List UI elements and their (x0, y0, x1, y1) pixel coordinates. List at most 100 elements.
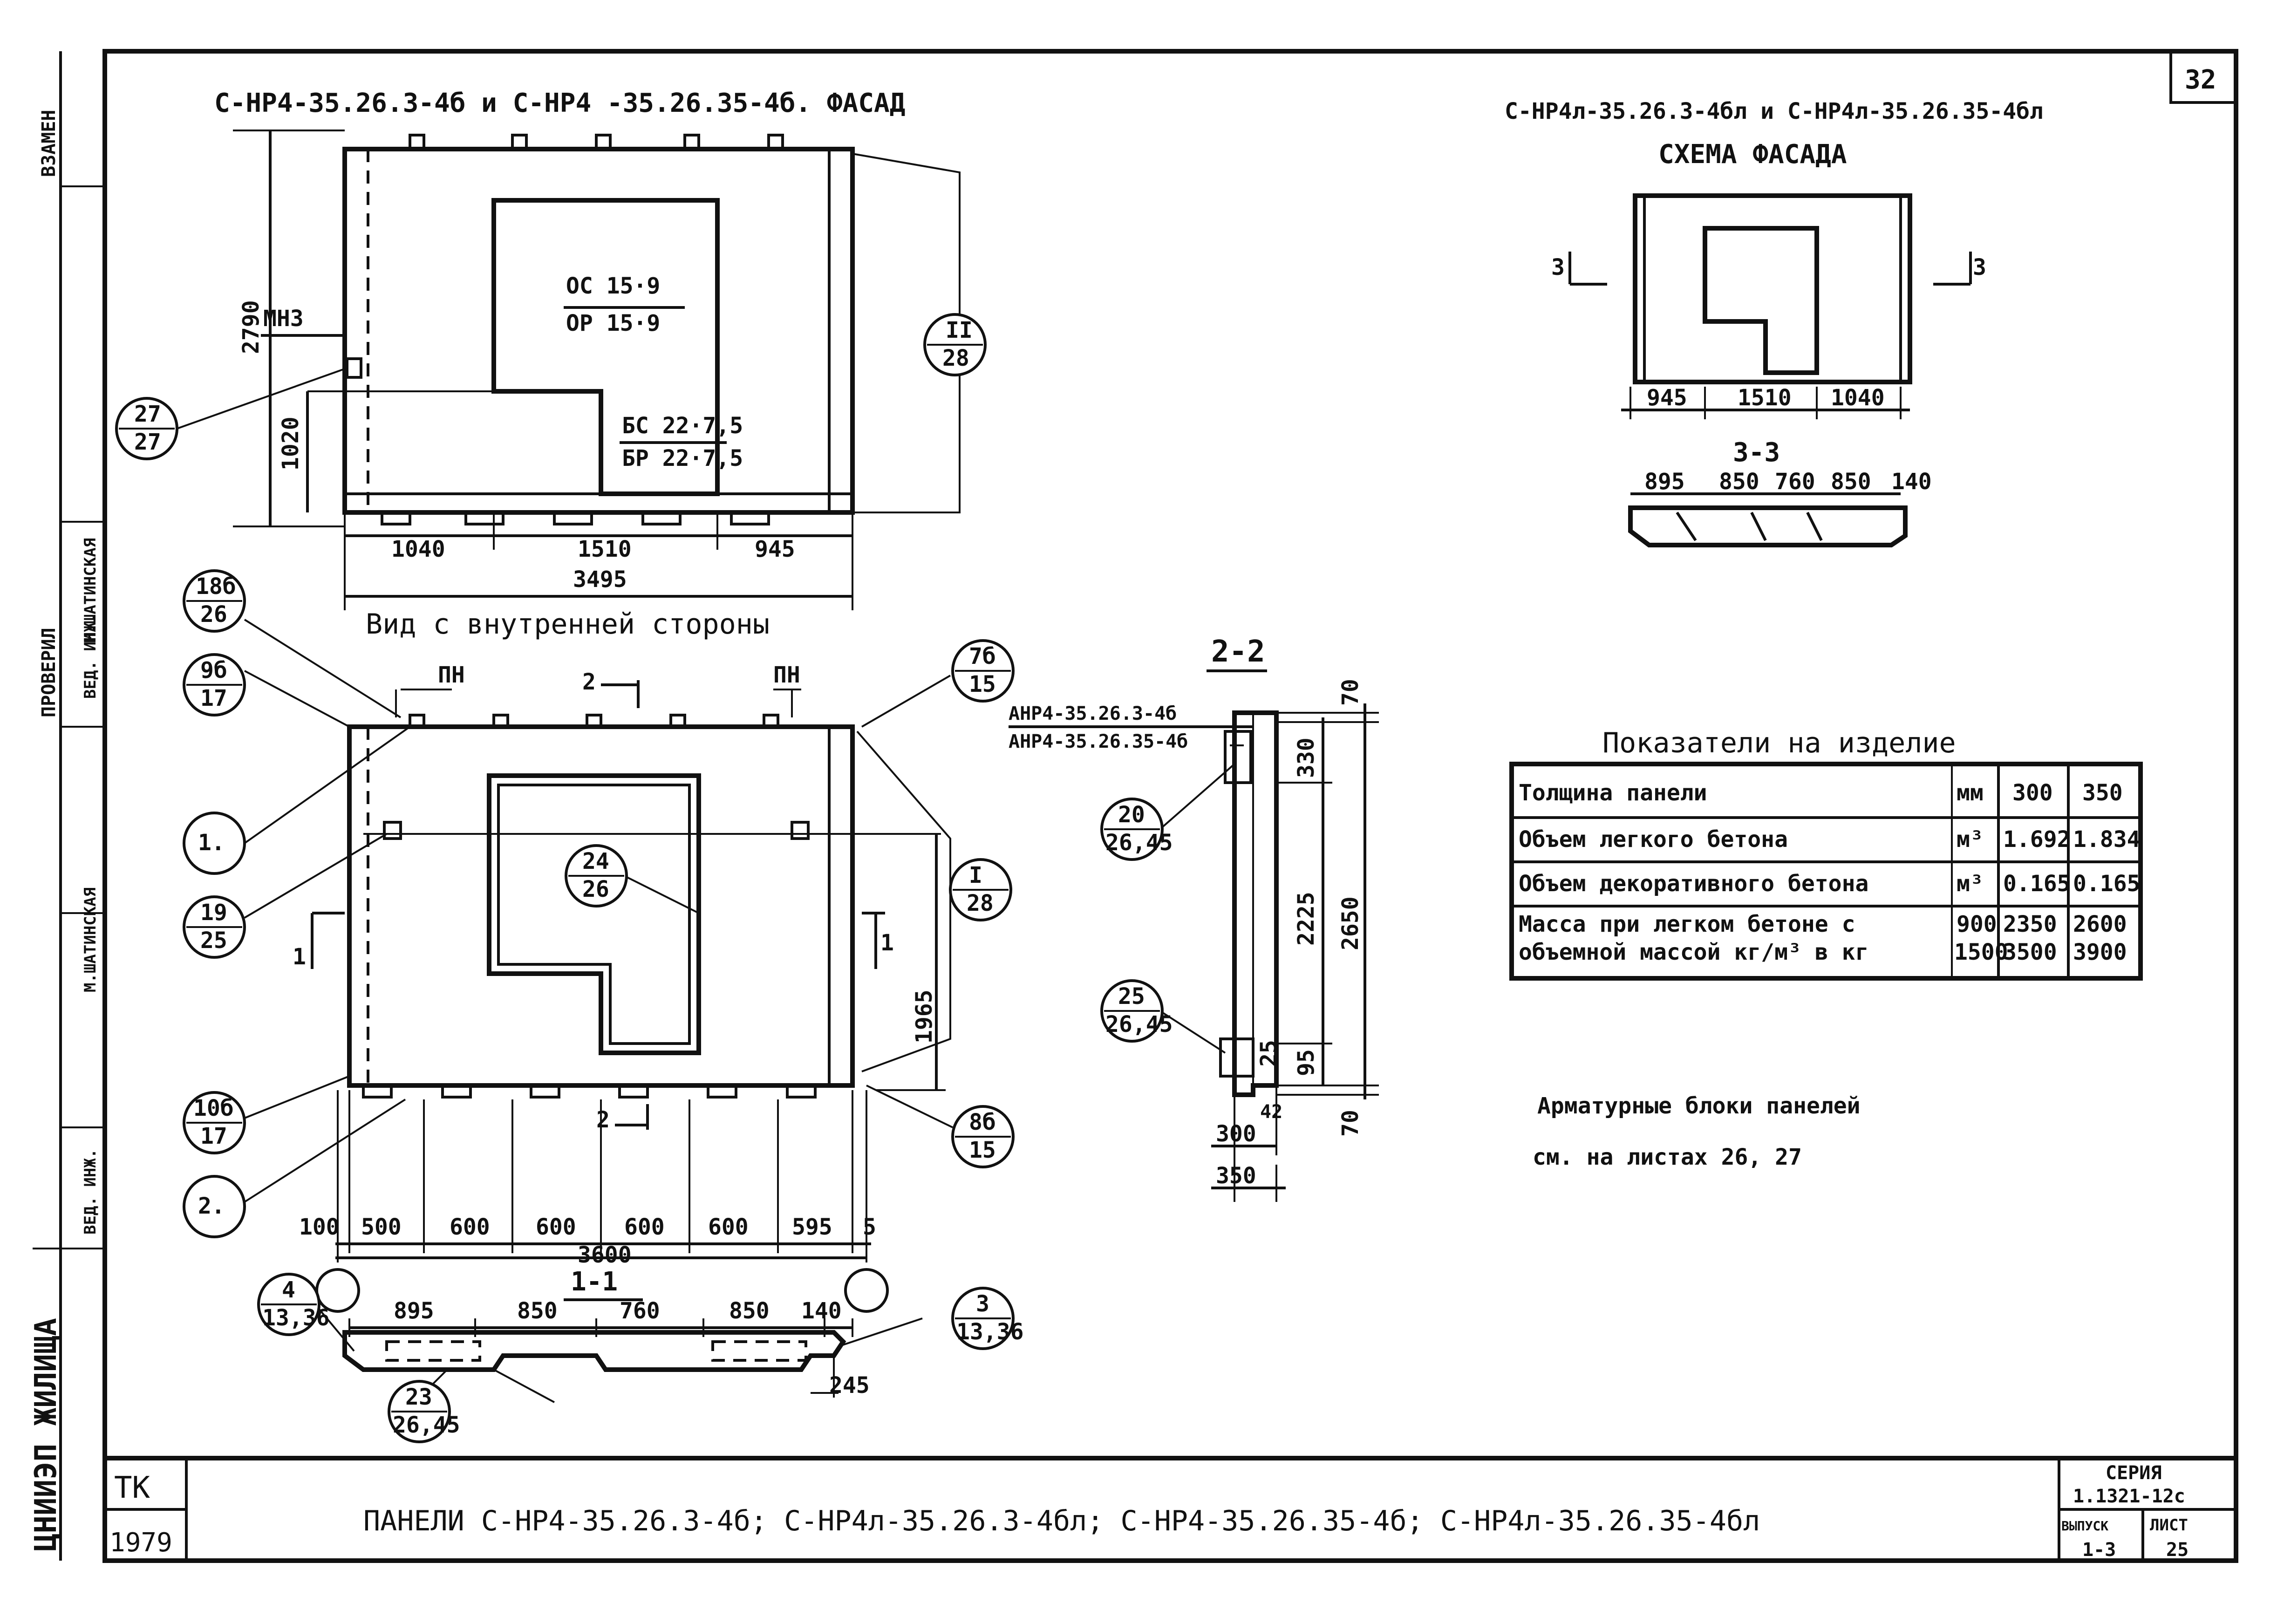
callout-3-top: 3 (976, 1291, 989, 1317)
facade-title: С-НР4-35.26.3-4б и С-НР4 -35.26.35-4б. Ф… (214, 88, 905, 118)
scheme-s33-dim-850-b: 850 (1831, 469, 1871, 495)
callout-1-label: 1. (198, 830, 225, 856)
callout-8b-top: 8б (969, 1109, 996, 1135)
stamp-replace: ВЗАМЕН (38, 110, 60, 177)
scheme-s33-dim-895: 895 (1644, 469, 1685, 495)
s22-dim-95: 95 (1293, 1049, 1319, 1076)
callout-23-bottom: 26,45 (393, 1412, 460, 1438)
section-2-mark-bottom: 2 (596, 1107, 610, 1133)
row-thickness-name: Толщина панели (1519, 780, 1707, 806)
note-line-1: Арматурные блоки панелей (1537, 1093, 1861, 1119)
issue-label: ВЫПУСК (2061, 1518, 2108, 1534)
s22-dim-2650: 2650 (1337, 896, 1364, 950)
note-line-2: см. на листах 26, 27 (1533, 1144, 1802, 1170)
facade-panel (342, 147, 855, 515)
s22-dim-70-top: 70 (1337, 679, 1364, 706)
callout-23-top: 23 (405, 1384, 432, 1410)
section-1-mark-left: 1 (293, 944, 306, 970)
callout-10b-bottom: 17 (200, 1123, 227, 1149)
facade-dim-1510: 1510 (578, 536, 632, 562)
left-stamp-column: ВЗАМЕН ПРОВЕРИЛ ВЕД. ИНЖ. М.ШАТИНСКАЯ ВЕ… (29, 51, 105, 1561)
callout-7b-bottom: 15 (969, 671, 996, 697)
callout-20-top: 20 (1118, 802, 1145, 828)
row-light-concrete-name: Объем легкого бетона (1519, 826, 1788, 853)
sheet-number: 32 (2185, 65, 2216, 95)
callout-25-bottom: 26,45 (1105, 1011, 1173, 1037)
section-1-mark-right: 1 (880, 930, 894, 956)
scheme-dim-1510: 1510 (1738, 385, 1792, 411)
facade-callout-ii-bottom: 28 (942, 345, 969, 371)
row-thickness-350: 350 (2082, 780, 2123, 806)
facade-height-dim: 2790 (238, 300, 264, 354)
facade-dim-1040: 1040 (391, 536, 445, 562)
row-thickness-300: 300 (2012, 780, 2053, 806)
callout-7b-top: 7б (969, 643, 996, 669)
indicators-title: Показатели на изделие (1602, 727, 1956, 759)
row-light-concrete-350: 1.834 (2073, 826, 2141, 853)
section-11-dim-850-b: 850 (729, 1298, 770, 1324)
interior-dim-600-b: 600 (536, 1214, 576, 1240)
s22-dim-300: 300 (1216, 1121, 1256, 1147)
row-mass-1500-300: 3500 (2003, 939, 2057, 965)
interior-dim-100: 100 (299, 1214, 340, 1240)
scheme-section-mark-left: 3 (1551, 254, 1565, 280)
callout-4-bottom: 13,36 (262, 1305, 330, 1331)
callout-18b-bottom: 26 (200, 601, 227, 628)
facade-callout-27-bottom: 27 (134, 429, 161, 455)
section-11-dim-245: 245 (829, 1372, 870, 1399)
row-mass-density-900: 900 (1957, 911, 1997, 937)
section-11-dim-760: 760 (620, 1298, 660, 1324)
organization-name: ЦНИИЭП ЖИЛИЩА (29, 1318, 63, 1551)
stamp-name-2: М.ШАТИНСКАЯ (81, 887, 100, 992)
facade-scheme: С-НР4л-35.26.3-4бл и С-НР4л-35.26.35-4бл… (1505, 98, 2043, 547)
callout-3-bottom: 13,36 (956, 1319, 1024, 1345)
sheet-frame (102, 49, 2238, 1563)
section-2-2: 2-2 АНР4-35.26.3-4б АНР4-35.26.35-4б 70 … (1009, 635, 1379, 1202)
row-thickness-unit: мм (1957, 780, 1984, 806)
year-label: 1979 (109, 1528, 172, 1558)
callout-2-label: 2. (198, 1193, 225, 1219)
section-11-dim-140: 140 (801, 1298, 842, 1324)
callout-9b-bottom: 17 (200, 685, 227, 711)
section-11-title: 1-1 (571, 1267, 618, 1297)
stamp-checked: ПРОВЕРИЛ (38, 628, 60, 717)
stamp-lead-engineer-2: ВЕД. ИНЖ. (81, 1149, 100, 1235)
callout-i-top: I (969, 862, 982, 888)
indicators-table: Показатели на изделие Толщина панели мм … (1509, 727, 2143, 981)
section-2-mark-top: 2 (582, 669, 596, 695)
scheme-dim-945: 945 (1647, 385, 1687, 411)
section-1-1: 1-1 895 850 760 850 140 245 4 13,36 3 13… (257, 1267, 1024, 1443)
anr-block-label-1: АНР4-35.26.3-4б (1009, 703, 1177, 724)
s22-dim-330: 330 (1293, 737, 1319, 778)
facade-total-dim: 3495 (573, 566, 627, 593)
row-decor-concrete-350: 0.165 (2073, 871, 2141, 897)
section-11-dim-895: 895 (394, 1298, 434, 1324)
scheme-section-mark-right: 3 (1973, 254, 1986, 280)
sheet-title: ПАНЕЛИ С-НР4-35.26.3-4б; С-НР4л-35.26.3-… (363, 1505, 1760, 1537)
callout-25-top: 25 (1118, 983, 1145, 1010)
facade-callout-27-top: 27 (134, 401, 161, 427)
callout-24-bottom: 26 (582, 876, 609, 902)
row-decor-concrete-unit: м³ (1957, 871, 1984, 897)
callout-20-bottom: 26,45 (1105, 830, 1173, 856)
interior-view: Вид с внутренней стороны ПН ПН 2 2 1 (183, 569, 1015, 1268)
row-mass-name-1: Масса при легком бетоне с (1519, 911, 1855, 937)
callout-18b-top: 18б (196, 573, 236, 600)
s22-dim-2225: 2225 (1293, 892, 1319, 946)
row-mass-900-350: 2600 (2073, 911, 2127, 937)
interior-dim-500: 500 (361, 1214, 402, 1240)
facade-dim-945: 945 (755, 536, 795, 562)
door-label-2: БР 22·7,5 (622, 445, 743, 471)
s22-dim-350: 350 (1216, 1163, 1256, 1189)
scheme-section-title: 3-3 (1733, 437, 1780, 468)
row-light-concrete-unit: м³ (1957, 826, 1984, 853)
section-22-title: 2-2 (1211, 635, 1265, 669)
interior-total-dim: 3600 (578, 1242, 632, 1268)
interior-dim-595: 595 (792, 1214, 832, 1240)
interior-dim-600-c: 600 (624, 1214, 665, 1240)
window-label-2: ОР 15·9 (566, 310, 660, 336)
row-light-concrete-300: 1.692 (2003, 826, 2071, 853)
interior-title: Вид с внутренней стороны (366, 608, 770, 641)
s22-dim-25: 25 (1256, 1040, 1282, 1067)
row-mass-1500-350: 3900 (2073, 939, 2127, 965)
